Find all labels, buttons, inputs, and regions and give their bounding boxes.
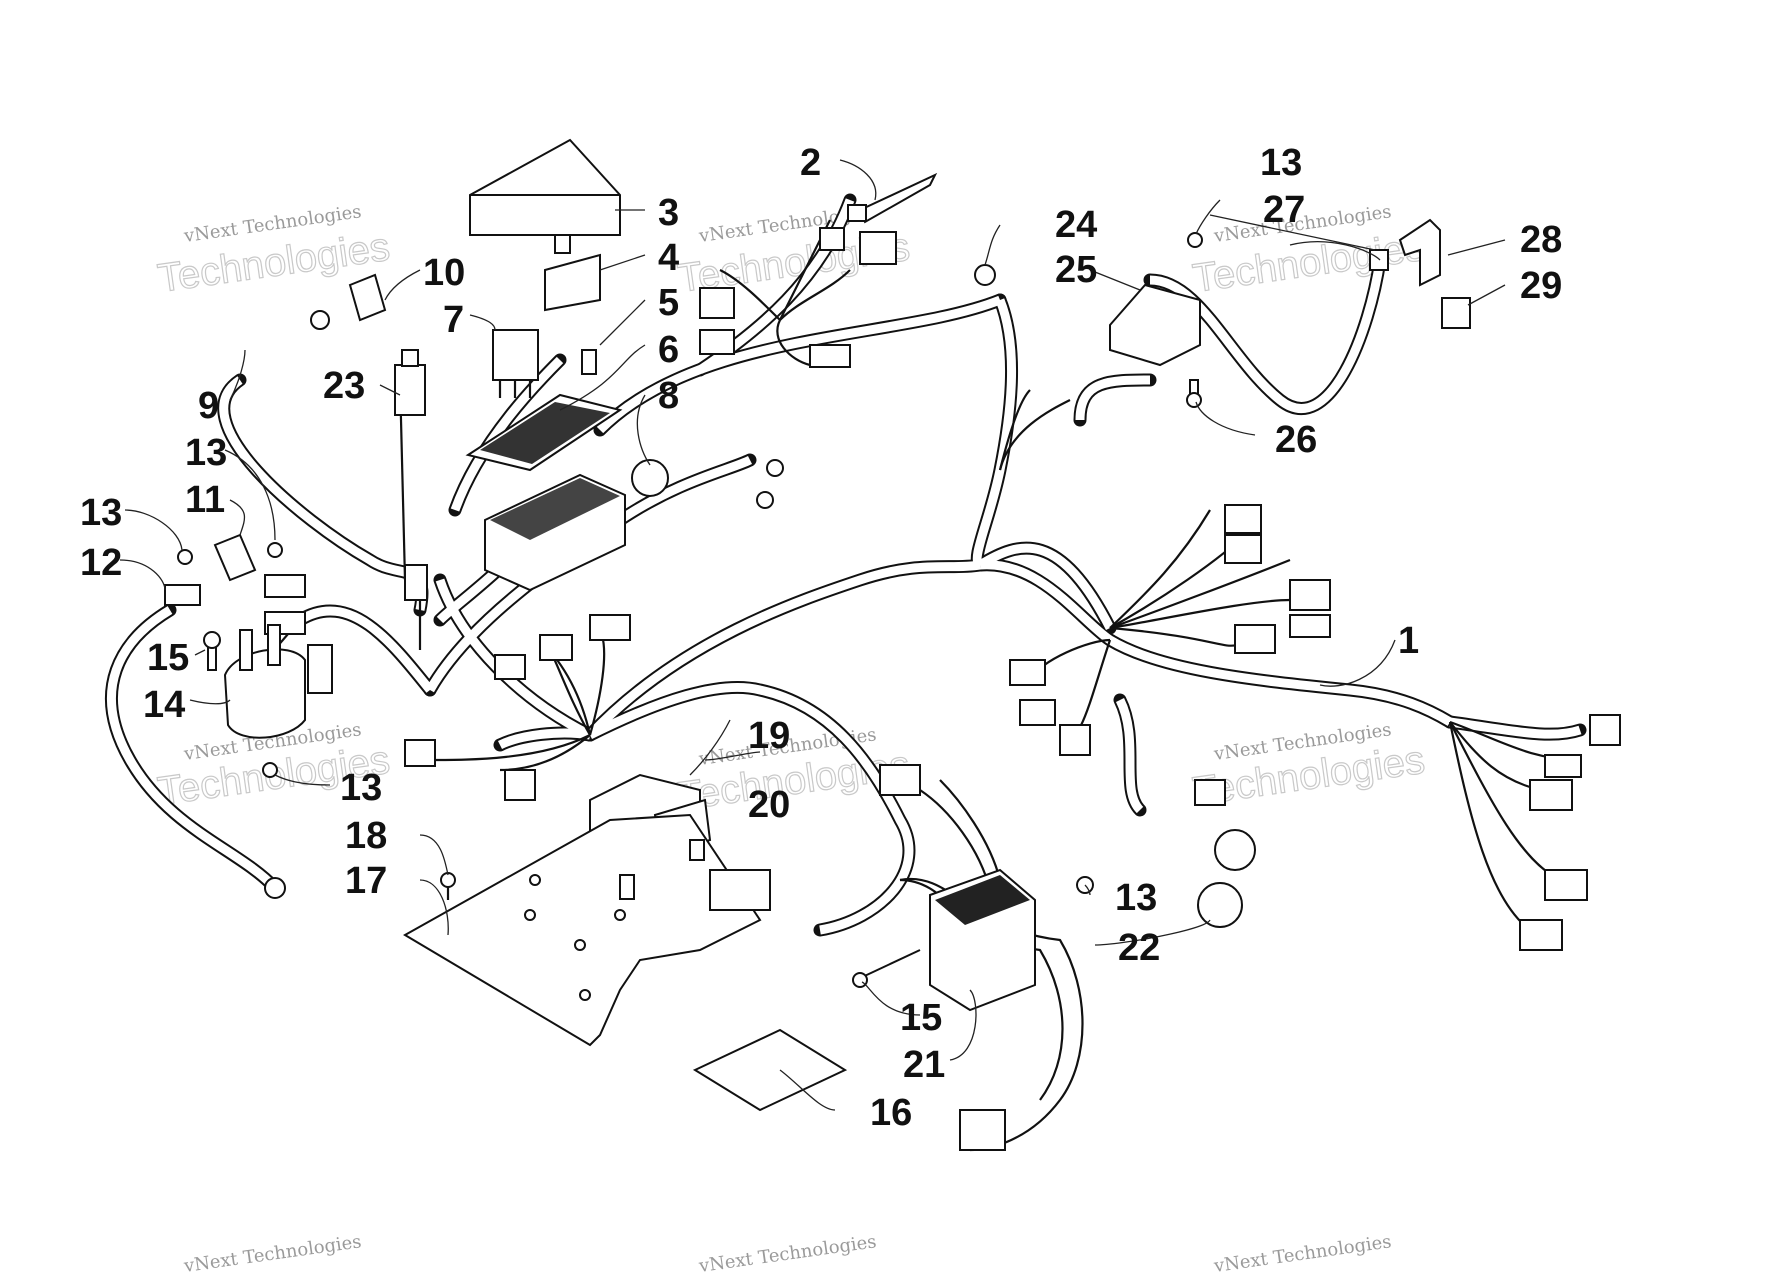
cdi-module bbox=[1109, 283, 1201, 367]
starter-solenoid bbox=[223, 624, 333, 739]
callout-4: 4 bbox=[658, 237, 679, 279]
watermark-small-text: vNext Technologies bbox=[1212, 1231, 1393, 1277]
callout-21: 21 bbox=[903, 1044, 945, 1086]
push-rivet bbox=[440, 872, 456, 900]
clip-ring bbox=[631, 459, 669, 497]
callout-17: 17 bbox=[345, 860, 387, 902]
callout-20: 20 bbox=[748, 784, 790, 826]
callout-13: 13 bbox=[340, 767, 382, 809]
battery-cable-end bbox=[264, 877, 286, 899]
callout-29: 29 bbox=[1520, 265, 1562, 307]
leader-lines bbox=[119, 159, 1506, 1111]
callout-6: 6 bbox=[658, 329, 679, 371]
callout-22: 22 bbox=[1118, 927, 1160, 969]
callout-11: 11 bbox=[185, 479, 225, 521]
callout-19: 19 bbox=[748, 715, 790, 757]
main-harness bbox=[104, 193, 1587, 937]
sensor-probe bbox=[847, 172, 938, 224]
watermark-small-text: vNext Technologies bbox=[182, 1231, 363, 1277]
cable-terminal-plate bbox=[164, 574, 306, 635]
callout-7: 7 bbox=[443, 299, 464, 341]
label-sheet bbox=[692, 1028, 848, 1112]
plate-connector bbox=[709, 869, 771, 911]
callout-labels: 1 2 3 4 5 6 7 8 9 10 11 12 13 13 13 13 1… bbox=[80, 142, 1562, 1134]
connector-group-upper bbox=[699, 227, 897, 368]
callout-13: 13 bbox=[1260, 142, 1302, 184]
relay-with-pins bbox=[492, 329, 539, 398]
relay bbox=[544, 253, 601, 312]
left-connector-group bbox=[404, 614, 631, 801]
callout-18: 18 bbox=[345, 815, 387, 857]
oxygen-sensor bbox=[394, 349, 428, 601]
callout-12: 12 bbox=[80, 542, 122, 584]
callout-13: 13 bbox=[1115, 877, 1157, 919]
mini-fuse bbox=[581, 349, 597, 375]
fuse-box-cover bbox=[469, 138, 621, 254]
callout-28: 28 bbox=[1520, 219, 1562, 261]
right-connector-group bbox=[1009, 504, 1621, 951]
watermark-small-text: vNext Technologies bbox=[697, 1231, 878, 1277]
callout-16: 16 bbox=[870, 1092, 912, 1134]
callout-13: 13 bbox=[80, 492, 122, 534]
terminal-cap bbox=[310, 273, 387, 330]
callout-3: 3 bbox=[658, 192, 679, 234]
callout-2: 2 bbox=[800, 142, 821, 184]
callout-14: 14 bbox=[143, 684, 185, 726]
callout-8: 8 bbox=[658, 375, 679, 417]
callout-25: 25 bbox=[1055, 249, 1097, 291]
mounting-plate bbox=[403, 813, 762, 1047]
callout-23: 23 bbox=[323, 365, 365, 407]
callout-27: 27 bbox=[1263, 189, 1305, 231]
spark-plug-cap bbox=[1369, 218, 1471, 329]
fuse-label-sheet bbox=[465, 393, 623, 472]
voltage-regulator bbox=[879, 764, 1036, 1151]
callout-9: 9 bbox=[198, 385, 219, 427]
nut-group bbox=[177, 232, 1203, 894]
callout-1: 1 bbox=[1398, 620, 1419, 662]
callout-26: 26 bbox=[1275, 419, 1317, 461]
terminal-boot bbox=[213, 533, 257, 582]
ring-terminal bbox=[756, 264, 996, 509]
callout-13: 13 bbox=[185, 432, 227, 474]
callout-10: 10 bbox=[423, 252, 465, 294]
fuse-block bbox=[484, 473, 626, 592]
screw bbox=[1186, 379, 1202, 408]
callout-5: 5 bbox=[658, 282, 679, 324]
grommet-clip bbox=[1194, 779, 1256, 928]
callout-24: 24 bbox=[1055, 204, 1097, 246]
callout-15: 15 bbox=[900, 997, 942, 1039]
callout-15: 15 bbox=[147, 637, 189, 679]
